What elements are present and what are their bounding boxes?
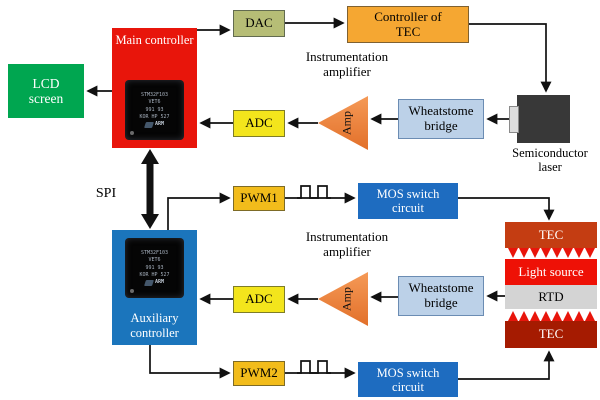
- light-source-block: Light source: [505, 259, 597, 285]
- mos-switch-block-top: MOS switch circuit: [358, 183, 458, 219]
- amp-label: Amp: [339, 111, 354, 135]
- laser-pin-tab: [509, 106, 519, 133]
- semiconductor-laser-block: [517, 95, 570, 143]
- lcd-screen-label: LCD screen: [28, 75, 64, 106]
- tec-block-top: TEC: [505, 222, 597, 248]
- spi-double-arrow: [141, 149, 159, 229]
- mos-switch-label: MOS switch circuit: [376, 365, 440, 394]
- semiconductor-laser-label: Semiconductor laser: [512, 146, 588, 174]
- dac-label: DAC: [245, 15, 273, 31]
- pwm1-label: PWM1: [240, 190, 278, 206]
- adc-label: ADC: [245, 291, 273, 307]
- chip-brand-row: ARM: [144, 121, 165, 128]
- wheatstone-bridge-block-top: Wheatstome bridge: [398, 99, 484, 139]
- square-wave-icon: [297, 185, 331, 199]
- arrow-mos-bottom-to-tec-bottom: [458, 350, 555, 380]
- adc-block-bottom: ADC: [233, 286, 285, 313]
- square-wave-icon: [297, 360, 331, 374]
- tec-label: TEC: [538, 326, 564, 342]
- instrumentation-amplifier-caption-top: Instrumentation amplifier: [305, 49, 389, 79]
- pwm1-block: PWM1: [233, 186, 285, 211]
- arrow-mos-top-to-tec-top: [458, 197, 555, 221]
- amplifier-triangle-bottom: Amp: [318, 272, 368, 326]
- light-source-label: Light source: [518, 263, 584, 279]
- amp-label: Amp: [339, 287, 354, 311]
- spi-bus-label: SPI: [95, 186, 117, 201]
- wheatstone-bridge-block-bottom: Wheatstome bridge: [398, 276, 484, 316]
- mos-switch-block-bottom: MOS switch circuit: [358, 362, 458, 397]
- chip-marking: STM32F103: [140, 92, 169, 98]
- thermal-interface-strip-bottom: [505, 309, 597, 321]
- st-logo-icon: [144, 122, 154, 128]
- tec-controller-label: Controller of TEC: [374, 8, 442, 39]
- rtd-block: RTD: [505, 285, 597, 309]
- mcu-chip: STM32F103 VET6 991 93 KOR HP 527 ARM: [125, 80, 184, 140]
- chip-marking: 991 93: [145, 106, 164, 113]
- chip-pin1-dot-icon: [130, 131, 134, 135]
- arrow-aux-to-pwm1: [167, 192, 231, 230]
- arm-brand-label: ARM: [154, 121, 165, 128]
- main-controller-label: Main controller: [115, 33, 194, 47]
- arrow-aux-to-pwm2: [149, 345, 231, 379]
- mcu-chip: STM32F103 VET6 991 93 KOR HP 527 ARM: [125, 238, 184, 298]
- rtd-label: RTD: [538, 288, 564, 304]
- chip-marking: 991 93: [145, 264, 164, 271]
- chip-marking: STM32F103: [140, 250, 169, 256]
- instrumentation-amplifier-caption-bottom: Instrumentation amplifier: [305, 229, 389, 259]
- auxiliary-controller-block: STM32F103 VET6 991 93 KOR HP 527 ARM Aux…: [112, 230, 197, 345]
- dac-block: DAC: [233, 10, 285, 37]
- tec-label: TEC: [538, 226, 564, 242]
- tec-block-bottom: TEC: [505, 321, 597, 348]
- auxiliary-controller-label: Auxiliary controller: [130, 311, 179, 340]
- pwm2-block: PWM2: [233, 361, 285, 386]
- main-controller-block: Main controller STM32F103 VET6 991 93 KO…: [112, 28, 197, 148]
- arm-brand-label: ARM: [154, 279, 165, 286]
- adc-block-top: ADC: [233, 110, 285, 137]
- mos-switch-label: MOS switch circuit: [376, 187, 440, 215]
- chip-marking: KOR HP 527: [139, 113, 170, 120]
- chip-marking: VET6: [148, 257, 161, 264]
- amplifier-triangle-top: Amp: [318, 96, 368, 150]
- arrow-tec-controller-to-laser: [469, 23, 552, 93]
- chip-marking: KOR HP 527: [139, 271, 170, 278]
- adc-label: ADC: [245, 115, 273, 131]
- tec-controller-block: Controller of TEC: [347, 6, 469, 43]
- lcd-screen-block: LCD screen: [8, 64, 84, 118]
- thermal-interface-strip-top: [505, 248, 597, 259]
- chip-pin1-dot-icon: [130, 289, 134, 293]
- pwm2-label: PWM2: [240, 365, 278, 381]
- chip-marking: VET6: [148, 99, 161, 106]
- st-logo-icon: [144, 280, 154, 286]
- wheatstone-bridge-label: Wheatstome bridge: [408, 280, 474, 310]
- wheatstone-bridge-label: Wheatstome bridge: [408, 103, 474, 133]
- chip-brand-row: ARM: [144, 279, 165, 286]
